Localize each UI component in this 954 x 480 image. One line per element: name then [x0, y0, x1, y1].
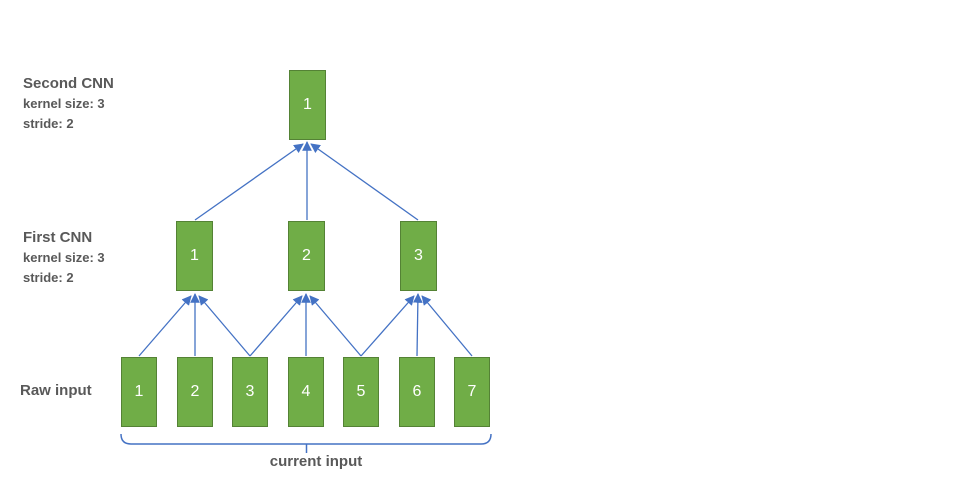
first-cnn-kernel-size: kernel size: 3	[23, 250, 105, 265]
raw-input-unit-2: 2	[177, 357, 213, 427]
edge-raw5-first2	[309, 295, 362, 357]
raw-input-unit-4: 4	[288, 357, 324, 427]
second-cnn-label-group: Second CNN kernel size: 3 stride: 2	[23, 74, 114, 134]
raw-input-label-group: Raw input	[20, 381, 92, 401]
raw-input-unit-6: 6	[399, 357, 435, 427]
current-input-bracket	[120, 433, 492, 445]
raw-input-title: Raw input	[20, 382, 92, 399]
second-cnn-kernel-size: kernel size: 3	[23, 96, 105, 111]
first-cnn-unit-1: 1	[176, 221, 213, 291]
second-cnn-stride: stride: 2	[23, 116, 74, 131]
first-cnn-label-group: First CNN kernel size: 3 stride: 2	[23, 228, 105, 288]
edge-raw5-first3	[360, 295, 415, 357]
edge-raw6-first3	[412, 293, 423, 357]
edge-first1-second1	[194, 143, 304, 221]
first-cnn-unit-2: 2	[288, 221, 325, 291]
edge-raw7-first3	[421, 295, 473, 357]
first-cnn-unit-3: 3	[400, 221, 437, 291]
raw-input-unit-7: 7	[454, 357, 490, 427]
second-cnn-title: Second CNN	[23, 75, 114, 92]
first-cnn-stride: stride: 2	[23, 270, 74, 285]
raw-input-unit-3: 3	[232, 357, 268, 427]
current-input-label: current input	[269, 453, 363, 470]
second-cnn-unit-1: 1	[289, 70, 326, 140]
raw-input-unit-1: 1	[121, 357, 157, 427]
edge-first3-second1	[310, 143, 419, 221]
raw-input-unit-5: 5	[343, 357, 379, 427]
edge-raw1-first1	[138, 295, 192, 357]
edge-raw3-first2	[249, 295, 303, 357]
first-cnn-title: First CNN	[23, 229, 93, 246]
edge-raw3-first1	[198, 295, 251, 357]
